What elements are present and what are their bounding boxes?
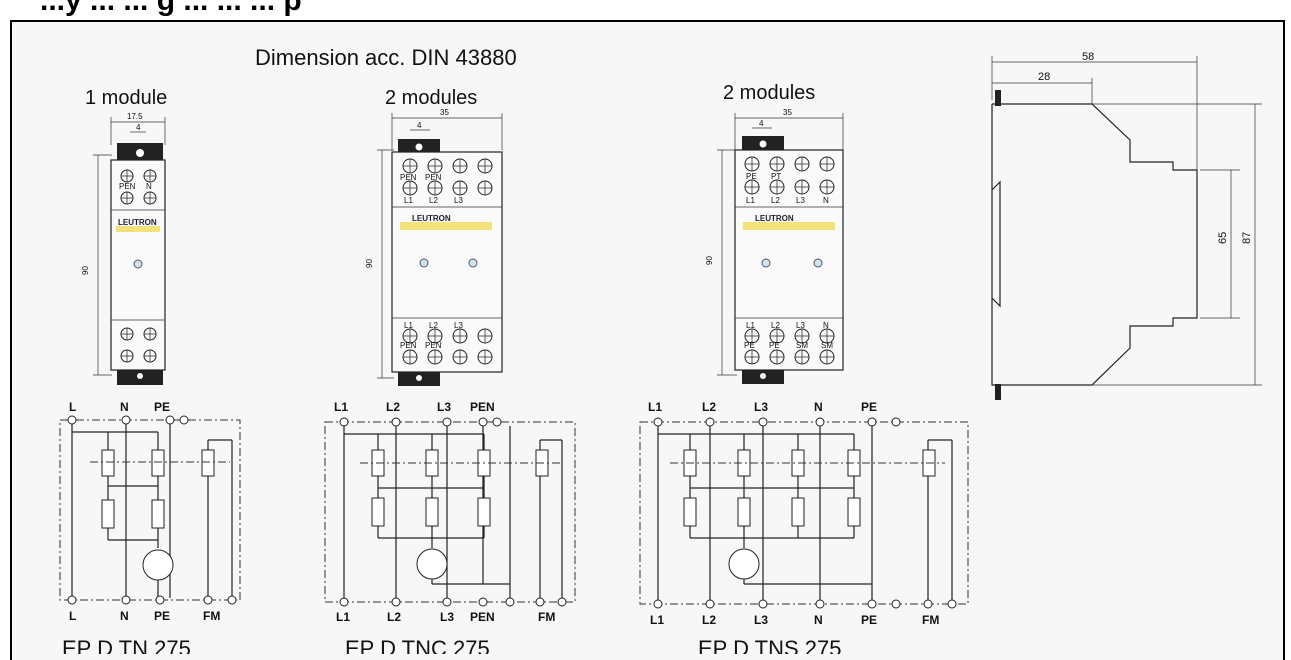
circuit-3-top-label-1: L1: [648, 400, 662, 414]
circuit-1-top-label-1: L: [69, 400, 76, 414]
circuit-3: L1 L2 L3 N PE: [639, 400, 969, 654]
module-2-device: 35 4 90 PEN PEN L1 L2 L3 LE: [365, 108, 503, 386]
drawing-frame: [10, 20, 1285, 660]
module-3-device: 35 4 90 PE PT L1 L2 L3 N LEU: [705, 108, 844, 384]
module-3-terminal-bottom-4: N: [823, 321, 829, 330]
circuit-2-bottom-label-2: L2: [387, 610, 401, 624]
side-dim-top-inner: 28: [1038, 71, 1050, 83]
module-2-terminal-top-5: L3: [454, 196, 463, 205]
module-3-height-dim: 90: [705, 256, 714, 265]
module-2-terminal-bottom-2: L2: [429, 321, 438, 330]
module-1-label: 1 module: [85, 87, 167, 109]
circuit-2-bottom-label-3: L3: [440, 610, 454, 624]
module-3-terminal-top-1: PE: [746, 172, 757, 181]
circuit-2-bottom-label-1: L1: [336, 610, 350, 624]
circuit-1-top-label-3: PE: [154, 400, 170, 414]
module-3-top-dim: 4: [759, 119, 764, 128]
circuit-3-bottom-label-4: N: [814, 613, 823, 627]
module-3-terminal-top-6: N: [823, 196, 829, 205]
module-2-terminal-bottom-5: PEN: [425, 341, 442, 350]
circuit-2-bottom-label-5: FM: [538, 610, 555, 624]
module-2-terminal-top-3: L1: [404, 196, 413, 205]
side-dim-top-outer: 58: [1082, 51, 1094, 63]
module-2-label: 2 modules: [385, 87, 477, 109]
circuit-3-top-label-3: L3: [754, 400, 768, 414]
circuit-3-bottom-label-1: L1: [650, 613, 664, 627]
module-3-terminal-bottom-5: PE: [744, 341, 755, 350]
circuit-2-top-label-3: L3: [437, 400, 451, 414]
module-2-height-dim: 90: [365, 259, 374, 268]
module-3-brand: LEUTRON: [755, 214, 794, 223]
module-2-terminal-top-4: L2: [429, 196, 438, 205]
module-3-terminal-bottom-7: SM: [796, 341, 808, 350]
module-1-device: 17.5 4 90 PEN N LEUTRON: [81, 112, 166, 385]
circuit-1-top-label-2: N: [120, 400, 129, 414]
module-3-terminal-top-2: PT: [771, 172, 781, 181]
module-3-terminal-top-3: L1: [746, 196, 755, 205]
module-1-top-dim: 4: [136, 123, 141, 132]
page-header-strip: ...y ... ... g ... ... ... p: [0, 0, 1291, 20]
side-dim-right-outer: 87: [1241, 232, 1253, 244]
module-3-terminal-bottom-3: L3: [796, 321, 805, 330]
circuit-2-top-label-1: L1: [334, 400, 348, 414]
module-2-terminal-bottom-3: L3: [454, 321, 463, 330]
circuit-3-name: EP D TNS 275: [698, 636, 841, 654]
module-1-width-dim: 17.5: [127, 112, 143, 121]
circuit-3-bottom-label-6: FM: [922, 613, 939, 627]
module-2-brand: LEUTRON: [412, 214, 451, 223]
circuit-2-top-label-4: PEN: [470, 400, 495, 414]
module-3-label: 2 modules: [723, 82, 815, 104]
page-header-text: ...y ... ... g ... ... ... p: [40, 0, 302, 17]
circuit-1-bottom-label-4: FM: [203, 609, 220, 623]
drawing-title: Dimension acc. DIN 43880: [255, 45, 517, 70]
circuit-1-bottom-label-2: N: [120, 609, 129, 623]
module-3-terminal-bottom-6: PE: [769, 341, 780, 350]
module-1-brand: LEUTRON: [118, 218, 157, 227]
side-view: 58 28 65 87: [991, 51, 1262, 400]
module-1-terminal-top-2: N: [146, 182, 152, 191]
circuit-3-top-label-4: N: [814, 400, 823, 414]
module-2-terminal-bottom-1: L1: [404, 321, 413, 330]
module-3-terminal-top-4: L2: [771, 196, 780, 205]
circuit-3-bottom-label-2: L2: [702, 613, 716, 627]
module-3-terminal-top-5: L3: [796, 196, 805, 205]
module-2-width-dim: 35: [440, 108, 449, 117]
module-2-terminal-bottom-4: PEN: [400, 341, 417, 350]
module-3-terminal-bottom-2: L2: [771, 321, 780, 330]
circuit-1-name: EP D TN 275: [62, 636, 191, 654]
circuit-3-bottom-label-5: PE: [861, 613, 877, 627]
circuit-2-top-label-2: L2: [386, 400, 400, 414]
side-dim-right-inner: 65: [1217, 232, 1229, 244]
circuit-2-bottom-label-4: PEN: [470, 610, 495, 624]
circuit-3-top-label-2: L2: [702, 400, 716, 414]
module-2-top-dim: 4: [417, 121, 422, 130]
module-1-height-dim: 90: [81, 266, 90, 275]
circuit-1-bottom-label-1: L: [69, 609, 76, 623]
module-3-terminal-bottom-1: L1: [746, 321, 755, 330]
circuit-2: L1 L2 L3 PEN: [324, 400, 576, 654]
circuit-2-name: EP D TNC 275: [345, 636, 490, 654]
module-3-terminal-bottom-8: SM: [821, 341, 833, 350]
module-2-terminal-top-1: PEN: [400, 173, 417, 182]
circuit-3-top-label-5: PE: [861, 400, 877, 414]
circuit-1-bottom-label-3: PE: [154, 609, 170, 623]
module-2-terminal-top-2: PEN: [425, 173, 442, 182]
circuit-1: L N PE L N: [59, 400, 241, 654]
circuit-3-bottom-label-3: L3: [754, 613, 768, 627]
module-1-terminal-top-1: PEN: [119, 182, 136, 191]
module-3-width-dim: 35: [783, 108, 792, 117]
